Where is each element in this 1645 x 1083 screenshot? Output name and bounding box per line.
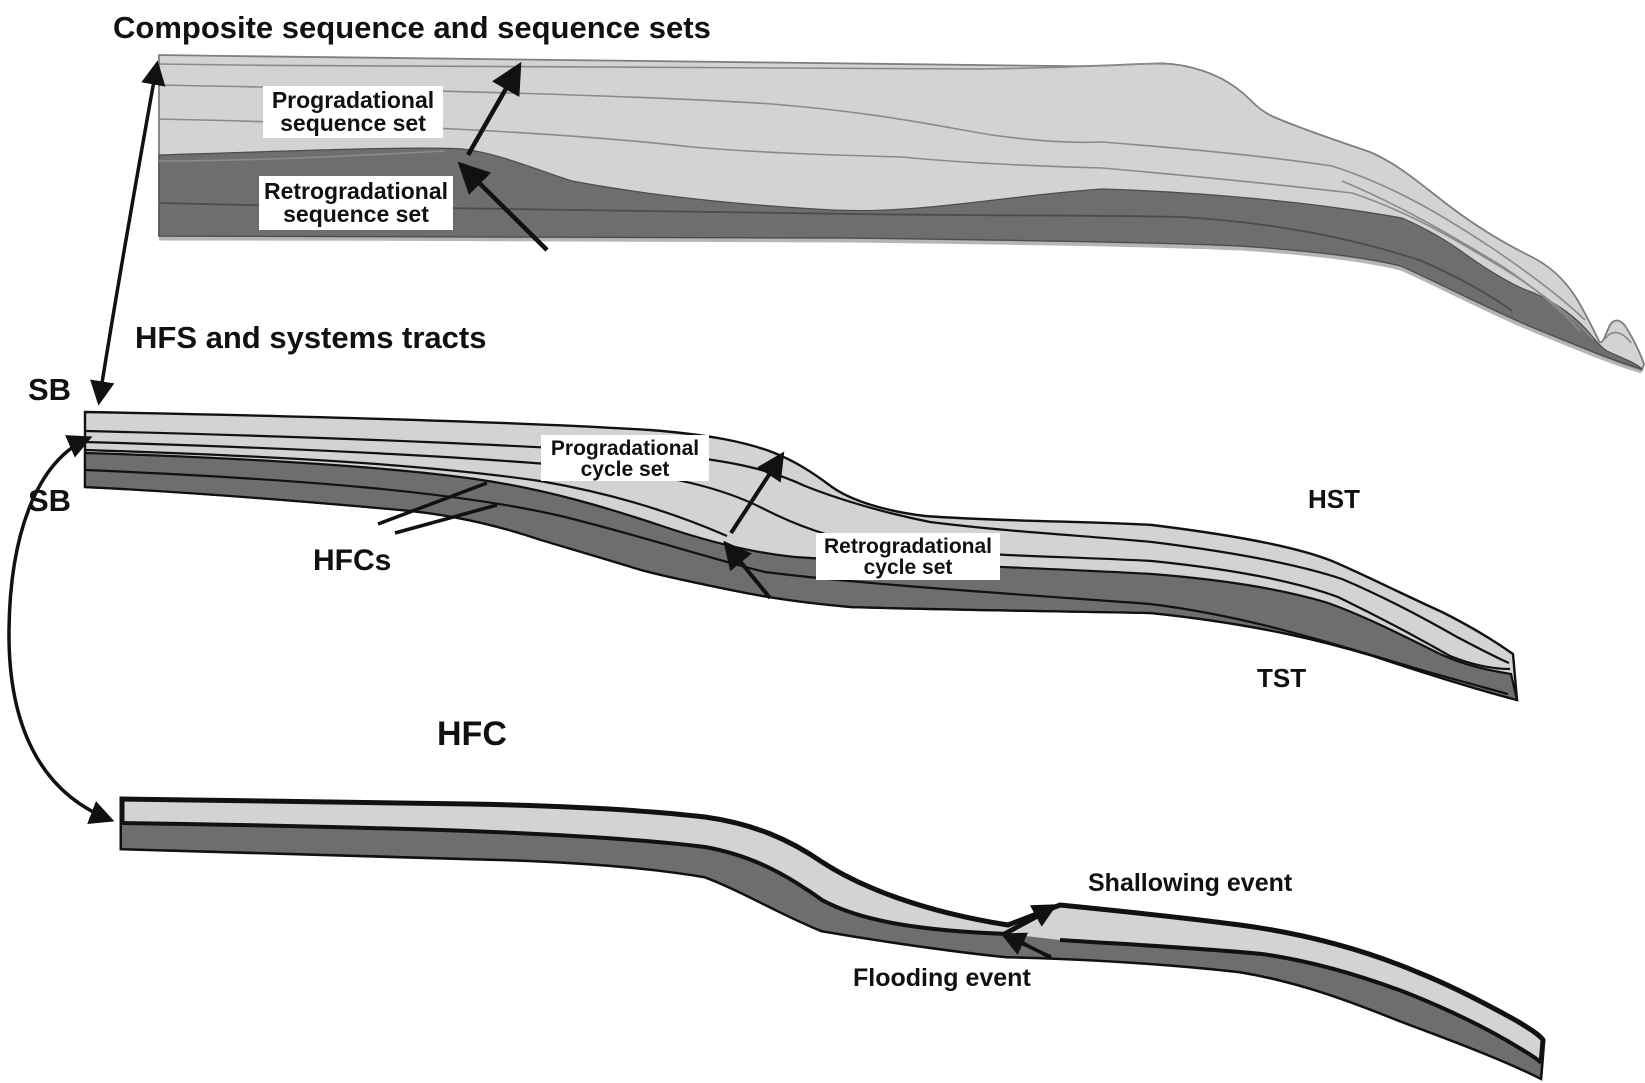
hfs-title: HFS and systems tracts [135,320,486,355]
hst-label: HST [1308,484,1360,514]
sb-double-arrow [90,60,166,406]
hfs-panel: HFS and systems tracts SB SB HFCs Progra… [28,320,1519,702]
prograde-sequence-set-line1: Progradational [272,87,434,113]
retro-sequence-set-box [259,176,453,230]
prograde-sequence-set-box [263,86,443,138]
composite-clinoform-2 [158,84,1586,321]
retro-cycle-set-line2: cycle set [864,556,953,579]
hfc-panel: HFC Shallowing event Flooding event [119,715,1546,1081]
prograde-sequence-arrow [466,61,522,157]
composite-clinoform-3 [158,118,1594,340]
hfcs-pointer-2 [394,503,498,535]
retro-cycle-arrow [723,540,772,600]
sb-lower-label: SB [28,483,71,518]
retro-sequence-arrow [457,161,549,252]
prograde-cycle-set-line2: cycle set [581,458,670,481]
shallowing-event-arrow [1002,904,1058,936]
composite-sequence-panel: Composite sequence and sequence sets Pro… [113,10,1645,374]
sb-upper-label: SB [28,372,71,407]
retro-sequence-set-line1: Retrogradational [264,178,448,204]
shallowing-event-label: Shallowing event [1088,869,1293,897]
hfs-retro-inner-line [84,468,1509,696]
retro-sequence-set-line2: sequence set [283,201,429,227]
tst-label: TST [1257,663,1306,693]
prograde-sequence-set-line2: sequence set [280,110,426,136]
composite-title: Composite sequence and sequence sets [113,10,711,45]
prograde-cycle-set-box [541,435,709,481]
flooding-event-arrow [1000,932,1052,959]
hfs-cycle-line-3 [84,448,728,538]
retro-cycle-set-box [816,533,1000,580]
sb-to-hfc-curved-arrow [7,435,115,824]
hfc-internal-boundary [121,821,1543,1065]
prograde-cycle-set-label: Progradational cycle set [541,435,709,481]
composite-bottom-fringe [158,235,1643,374]
retro-cycle-set-label: Retrogradational cycle set [816,533,1000,580]
composite-retro-inner-line [158,202,1513,312]
hfcs-label: HFCs [313,544,391,577]
flooding-event-label: Flooding event [853,964,1031,992]
prograde-cycle-arrow [729,451,785,535]
hfs-wedge-body [83,410,1519,702]
hfc-dark-subband [122,823,1541,1077]
retro-sequence-set-label: Retrogradational sequence set [259,176,453,230]
hfcs-pointer-1 [377,481,488,526]
composite-hook-line [1604,331,1632,344]
composite-clinoform-4 [158,150,446,162]
composite-retro-band [158,147,1643,370]
prograde-sequence-set-label: Progradational sequence set [263,86,443,138]
prograde-cycle-set-line1: Progradational [551,437,699,460]
retro-cycle-set-line1: Retrogradational [824,535,992,558]
hfc-title: HFC [437,715,507,753]
composite-flank-line [1341,180,1581,332]
